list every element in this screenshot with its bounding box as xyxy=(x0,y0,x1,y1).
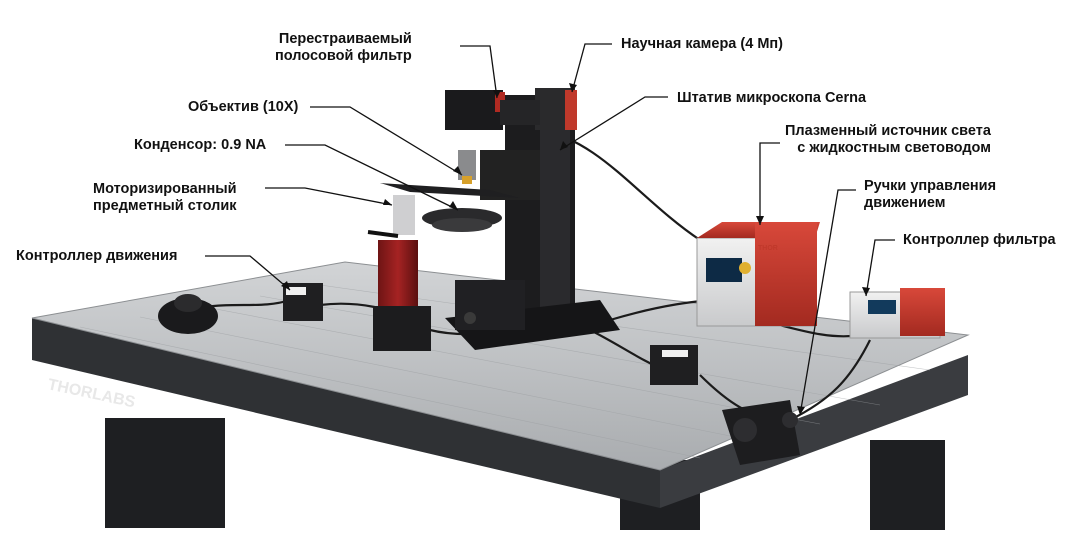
label-filter-controller: Контроллер фильтра xyxy=(903,232,1056,248)
motion-knob-left xyxy=(158,294,218,334)
objective-lens xyxy=(458,150,476,180)
label-condenser: Конденсор: 0.9 NA xyxy=(134,137,267,153)
leader-objective xyxy=(310,106,463,176)
light-source-side xyxy=(755,222,817,326)
table-leg-left xyxy=(105,418,225,528)
device-badge: THOR xyxy=(758,245,778,252)
motion-knob-right xyxy=(722,400,800,465)
motion-controller-unit-2 xyxy=(650,345,698,385)
label-light-source: Плазменный источник света с жидкостным с… xyxy=(785,123,991,156)
microscope-stand xyxy=(445,95,620,350)
camera-mount xyxy=(500,100,540,125)
leader-arrowheads xyxy=(281,83,870,415)
stand-base xyxy=(445,300,620,350)
label-motion-controller: Контроллер движения xyxy=(16,248,178,264)
light-source-unit xyxy=(696,222,820,327)
optics xyxy=(422,150,502,232)
table-hole-grid xyxy=(79,284,931,459)
light-source-screen xyxy=(706,258,742,282)
objective-tip xyxy=(462,176,472,184)
leader-knobs xyxy=(799,189,856,416)
focus-block xyxy=(455,280,525,330)
label-objective: Объектив (10X) xyxy=(188,99,299,115)
leader-stand xyxy=(559,96,668,151)
camera-red-accent xyxy=(565,90,577,130)
leader-lines xyxy=(205,43,895,416)
stage-actuator-block xyxy=(373,306,431,351)
stage-post xyxy=(393,195,415,235)
filter-controller-case xyxy=(900,288,945,336)
table-leg-right xyxy=(870,440,945,530)
label-motion-knobs: Ручки управления движением xyxy=(864,178,997,211)
stand-rail xyxy=(540,100,570,325)
label-tunable-filter: Перестраиваемый полосовой фильтр xyxy=(275,31,412,64)
leader-camera xyxy=(571,43,612,93)
table-right-edge xyxy=(660,355,968,508)
camera-assembly xyxy=(445,88,577,130)
motorized-stage xyxy=(367,183,520,351)
label-scientific-camera: Научная камера (4 Мп) xyxy=(621,36,783,52)
leader-condenser xyxy=(285,144,459,211)
leader-filter xyxy=(460,45,498,99)
filter-controller-unit xyxy=(849,288,945,339)
stage-handle xyxy=(367,230,399,238)
leader-filter-ctrl xyxy=(865,239,895,297)
light-source-knob xyxy=(739,262,751,274)
condenser-ring xyxy=(432,218,492,232)
stage-plate xyxy=(380,183,520,198)
leader-stage xyxy=(265,187,393,206)
stage-actuator-red xyxy=(378,240,418,308)
table-logo: THORLABS xyxy=(46,376,137,411)
label-microscope-stand: Штатив микроскопа Cerna xyxy=(677,90,867,106)
filter-controller-screen xyxy=(868,300,896,314)
table-front-edge xyxy=(32,318,660,508)
leader-light xyxy=(759,142,780,225)
label-motorized-stage: Моторизированный предметный столик xyxy=(93,181,237,214)
leader-motion xyxy=(205,255,291,291)
focus-knob xyxy=(464,312,476,324)
tunable-filter xyxy=(445,90,503,130)
